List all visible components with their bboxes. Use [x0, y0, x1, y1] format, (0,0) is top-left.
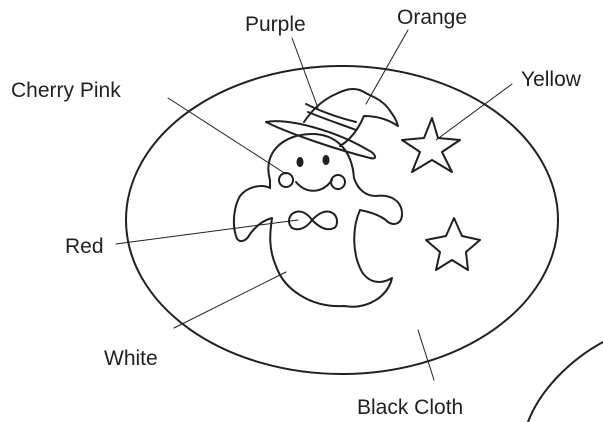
ghost-icon	[234, 134, 402, 307]
star-icon-top	[402, 118, 460, 172]
label-white: White	[104, 348, 158, 369]
right-cheek	[331, 175, 345, 189]
ghost-face	[279, 156, 345, 191]
star-icon-bottom	[426, 218, 480, 270]
label-orange: Orange	[397, 7, 467, 28]
witch-hat-icon	[266, 89, 398, 158]
left-cheek	[279, 173, 293, 187]
label-red: Red	[65, 236, 104, 257]
leader-lines	[116, 30, 512, 380]
label-cherry-pink: Cherry Pink	[11, 80, 121, 101]
label-yellow: Yellow	[521, 69, 581, 90]
corner-arc	[528, 342, 603, 422]
label-black-cloth: Black Cloth	[357, 397, 463, 418]
label-purple: Purple	[245, 14, 306, 35]
